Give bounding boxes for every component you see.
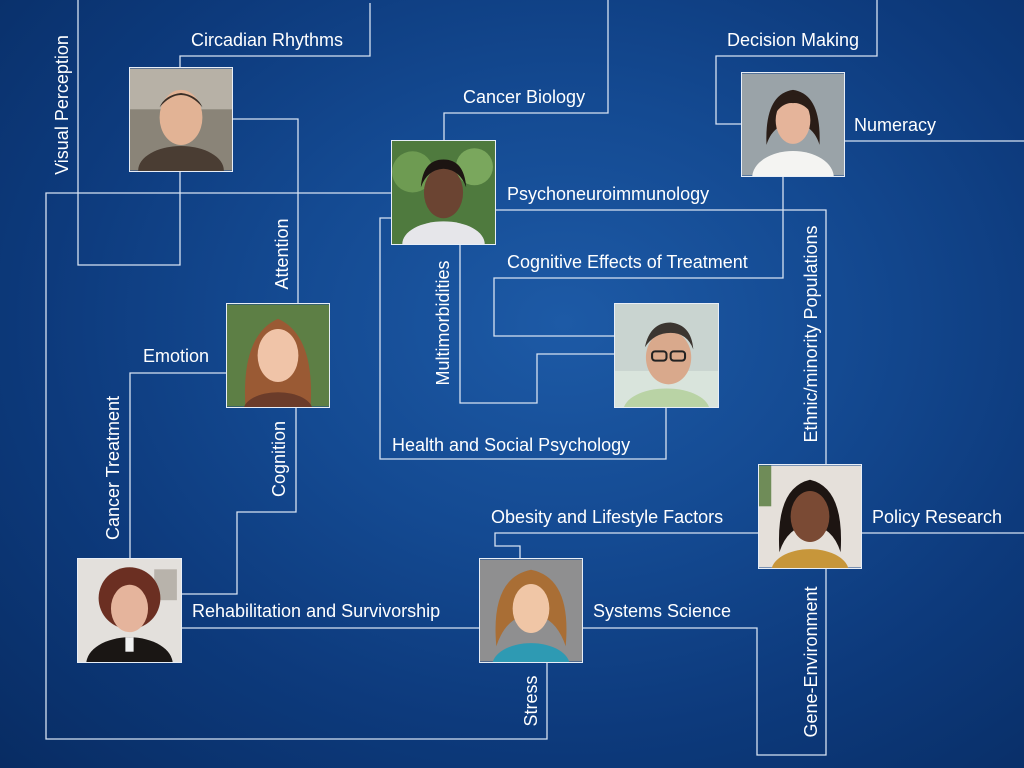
label-cancer-treatment: Cancer Treatment — [103, 395, 123, 541]
connector-attention-top — [233, 118, 299, 303]
connector-psychoneuroimmunology — [496, 209, 827, 464]
connector-circadian — [179, 3, 371, 67]
connector-obesity — [494, 532, 758, 559]
portrait-woman-icon — [392, 141, 495, 244]
connector-outer-loop — [45, 192, 548, 740]
label-circadian-rhythms: Circadian Rhythms — [191, 30, 344, 50]
label-gene-environment: Gene-Environment — [801, 586, 821, 738]
portrait-woman-icon — [742, 73, 844, 176]
label-policy-research: Policy Research — [872, 507, 1003, 527]
label-rehabilitation-survivorship: Rehabilitation and Survivorship — [192, 601, 441, 621]
connector-cognitive-effects — [493, 177, 784, 337]
portrait-man-icon — [615, 304, 718, 407]
label-cognitive-effects: Cognitive Effects of Treatment — [507, 252, 748, 272]
label-cancer-biology: Cancer Biology — [463, 87, 586, 107]
portrait-photo-8 — [479, 558, 583, 663]
label-systems-science: Systems Science — [593, 601, 732, 621]
portrait-photo-7 — [77, 558, 182, 663]
label-emotion: Emotion — [143, 346, 210, 366]
label-decision-making: Decision Making — [727, 30, 860, 50]
label-obesity-lifestyle: Obesity and Lifestyle Factors — [491, 507, 724, 527]
connector-decision-making — [715, 0, 878, 125]
connector-health-social — [379, 217, 667, 460]
portrait-woman-icon — [78, 559, 181, 662]
label-cognition: Cognition — [269, 420, 289, 498]
label-psychoneuroimmunology: Psychoneuroimmunology — [507, 184, 710, 204]
label-visual-perception: Visual Perception — [52, 35, 72, 175]
portrait-photo-3 — [741, 72, 845, 177]
label-ethnic-minority: Ethnic/minority Populations — [801, 225, 821, 443]
connector-cognition — [182, 407, 297, 595]
portrait-photo-2 — [391, 140, 496, 245]
portrait-photo-6 — [758, 464, 862, 569]
connector-visual-perception — [77, 0, 181, 266]
portrait-photo-5 — [614, 303, 719, 408]
connector-multimorbidities — [459, 245, 614, 404]
label-multimorbidities: Multimorbidities — [433, 260, 453, 386]
portrait-woman-icon — [759, 465, 861, 568]
label-numeracy: Numeracy — [854, 115, 937, 135]
connector-cancer-biology — [443, 0, 609, 140]
label-health-social-psychology: Health and Social Psychology — [392, 435, 631, 455]
label-attention: Attention — [272, 218, 292, 290]
portrait-photo-1 — [129, 67, 233, 172]
portrait-man-icon — [130, 68, 232, 171]
connector-systems-science — [583, 569, 827, 756]
portrait-photo-4 — [226, 303, 330, 408]
portrait-woman-icon — [480, 559, 582, 662]
portrait-woman-icon — [227, 304, 329, 407]
connector-emotion — [129, 372, 226, 558]
label-stress: Stress — [521, 675, 541, 727]
